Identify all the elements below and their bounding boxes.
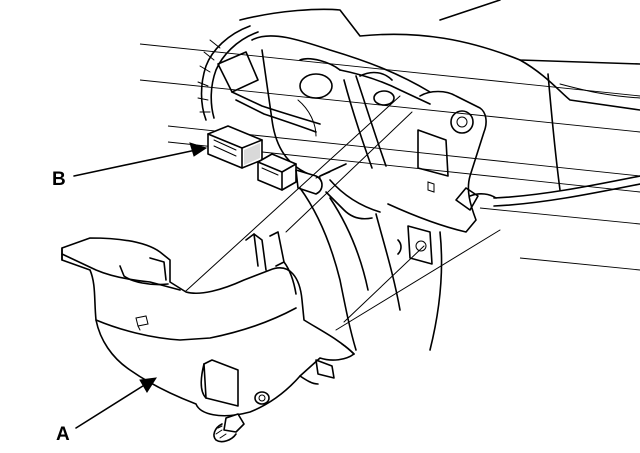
screw — [213, 413, 245, 443]
ignition-bracket — [387, 90, 497, 233]
column-lower-shroud — [299, 187, 443, 351]
connector-2 — [257, 153, 347, 195]
steering-column-housing — [251, 35, 431, 213]
callout-arrow-a — [75, 377, 157, 429]
callout-label-a: A — [56, 424, 70, 445]
lower-cover-a — [61, 231, 355, 417]
leader-lines — [149, 95, 501, 345]
callout-arrow-b — [73, 142, 208, 177]
wire-harness — [197, 25, 321, 137]
callout-label-b: B — [52, 169, 66, 190]
dashboard-upper-panel — [239, 0, 640, 191]
connector-b — [207, 125, 263, 169]
harness-cable — [493, 175, 640, 207]
